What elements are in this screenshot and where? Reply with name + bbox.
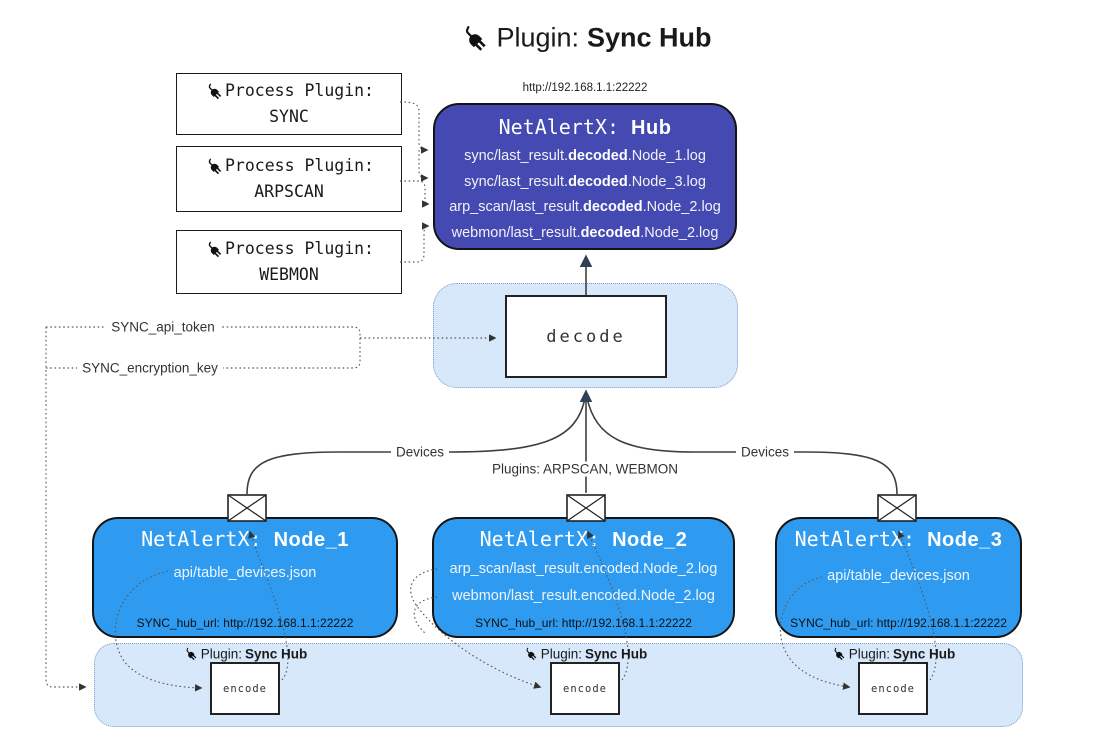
decode-box: decode	[505, 295, 667, 378]
encoder-label-text: Plugin:	[540, 646, 583, 662]
hub-log-line: sync/last_result.decoded.Node_3.log	[464, 170, 706, 196]
node-hub-url: SYNC_hub_url: http://192.168.1.1:22222	[136, 616, 354, 630]
hub-log-line: sync/last_result.decoded.Node_1.log	[464, 144, 706, 170]
node-hub-url: SYNC_hub_url: http://192.168.1.1:22222	[790, 616, 1007, 630]
plug-icon	[523, 647, 538, 662]
log-bold: decoded	[568, 173, 628, 190]
plug-icon	[831, 647, 846, 662]
log-bold: decoded	[582, 199, 643, 215]
plug-icon	[460, 24, 489, 53]
edge-keys-down-to-band	[45, 327, 87, 691]
edge-webmon-to-hub	[400, 222, 430, 263]
node-title-prefix: NetAlertX:	[479, 527, 613, 551]
plug-icon	[183, 647, 198, 662]
devices-left-label: Devices	[390, 444, 450, 460]
netalertx-node3-box: NetAlertX: Node_3 api/table_devices.json…	[775, 517, 1022, 638]
process-plugin-arpscan-box: Process Plugin: ARPSCAN	[176, 146, 402, 212]
sync-api-token-label: SYNC_api_token	[106, 319, 220, 335]
encode-box: encode	[858, 662, 928, 715]
log-post: .Node_1.log	[627, 148, 706, 164]
node-title: NetAlertX: Node_3	[795, 526, 1003, 554]
edge-arpscan-to-hub	[400, 180, 430, 208]
process-plugin-label: Process Plugin:	[224, 156, 374, 175]
edge-sync-to-hub-1	[399, 101, 429, 154]
envelope-icon	[227, 494, 267, 522]
log-pre: webmon/last_result.	[451, 224, 581, 241]
log-bold: decoded	[568, 148, 628, 164]
node-file: api/table_devices.json	[827, 568, 970, 584]
page-title-name: Sync Hub	[587, 22, 712, 53]
hub-title: NetAlertX: Hub	[499, 114, 672, 141]
node-title-name: Node_1	[273, 529, 349, 551]
encode-box: encode	[210, 662, 280, 715]
node-file: api/table_devices.json	[173, 565, 317, 581]
process-plugin-label: Process Plugin:	[224, 239, 374, 258]
plug-icon	[204, 82, 223, 101]
node-title-prefix: NetAlertX:	[794, 527, 928, 551]
hub-title-name: Hub	[631, 117, 672, 139]
devices-right-label: Devices	[735, 444, 795, 460]
hub-log-line: webmon/last_result.decoded.Node_2.log	[452, 221, 719, 247]
log-pre: sync/last_result.	[464, 173, 569, 190]
node-title: NetAlertX: Node_2	[480, 526, 688, 554]
plugins-center-label: Plugins: ARPSCAN, WEBMON	[486, 461, 684, 477]
process-plugin-label: Process Plugin:	[224, 81, 374, 100]
encoder-plugin-label: Plugin: Sync Hub	[831, 646, 956, 662]
netalertx-hub-box: NetAlertX: Hub sync/last_result.decoded.…	[433, 103, 737, 250]
plug-icon	[204, 240, 223, 259]
envelope-icon	[877, 494, 917, 522]
encoder-label-name: Sync Hub	[585, 646, 648, 662]
edge-sync-to-hub-2	[418, 150, 429, 182]
log-pre: arp_scan/last_result.	[449, 199, 583, 215]
log-post: .Node_3.log	[627, 173, 706, 190]
node-hub-url: SYNC_hub_url: http://192.168.1.1:22222	[475, 616, 692, 630]
encoder-label-name: Sync Hub	[245, 646, 308, 662]
process-plugin-name: ARPSCAN	[254, 182, 324, 201]
netalertx-node2-box: NetAlertX: Node_2 arp_scan/last_result.e…	[432, 517, 735, 638]
log-post: .Node_2.log	[642, 199, 721, 215]
page-title: Plugin: Sync Hub	[458, 22, 712, 54]
encoder-plugin-label: Plugin: Sync Hub	[183, 646, 308, 662]
node-title: NetAlertX: Node_1	[141, 526, 349, 554]
encoder-label-name: Sync Hub	[893, 646, 956, 662]
sync-encryption-key-label: SYNC_encryption_key	[77, 360, 223, 376]
netalertx-node1-box: NetAlertX: Node_1 api/table_devices.json…	[92, 517, 398, 638]
hub-log-line: arp_scan/last_result.decoded.Node_2.log	[449, 195, 721, 221]
node-file: arp_scan/last_result.encoded.Node_2.log	[449, 561, 718, 577]
process-plugin-name: SYNC	[269, 107, 309, 126]
log-bold: decoded	[580, 224, 641, 241]
page-title-label: Plugin:	[496, 22, 580, 53]
encoder-label-text: Plugin:	[848, 646, 891, 662]
node-title-prefix: NetAlertX:	[141, 527, 274, 551]
hub-url-label: http://192.168.1.1:22222	[522, 82, 648, 94]
node-title-name: Node_3	[927, 529, 1003, 551]
log-pre: sync/last_result.	[464, 148, 569, 164]
process-plugin-sync-box: Process Plugin: SYNC	[176, 73, 402, 135]
process-plugin-webmon-box: Process Plugin: WEBMON	[176, 230, 402, 294]
log-post: .Node_2.log	[640, 224, 719, 241]
hub-title-prefix: NetAlertX:	[498, 115, 632, 139]
encode-box: encode	[550, 662, 620, 715]
encoder-plugin-label: Plugin: Sync Hub	[523, 646, 648, 662]
process-plugin-name: WEBMON	[259, 265, 319, 284]
envelope-icon	[566, 494, 606, 522]
plug-icon	[204, 157, 223, 176]
node-title-name: Node_2	[612, 529, 688, 551]
encoder-label-text: Plugin:	[200, 646, 243, 662]
node-file: webmon/last_result.encoded.Node_2.log	[452, 587, 715, 604]
